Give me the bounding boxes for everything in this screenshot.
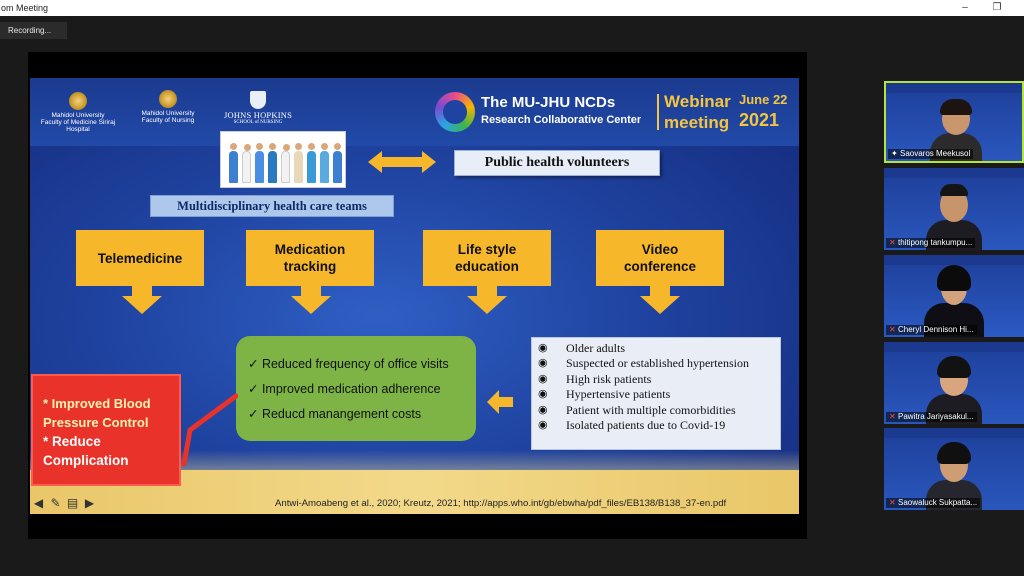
video-conference-box: Video conference [596, 230, 724, 286]
criteria-text: Hypertensive patients [566, 387, 670, 402]
participant-tile[interactable]: ✦Saovaros Meekusol [884, 81, 1024, 163]
restore-button[interactable]: ❐ [982, 0, 1012, 16]
medication-tracking-box: Medication tracking [246, 230, 374, 286]
outcome-item: ✓ Reducd manangement costs [248, 402, 476, 427]
criteria-item: ◉Isolated patients due to Covid-19 [538, 418, 780, 433]
muted-mic-icon: ✕ [889, 413, 896, 421]
previous-slide-icon[interactable]: ◀ [32, 497, 45, 510]
result-line: * Reduce [43, 432, 179, 451]
recording-indicator[interactable]: Recording... [0, 22, 67, 39]
mahidol-siriraj-logo: Mahidol University Faculty of Medicine S… [38, 92, 118, 133]
muted-mic-icon: ✕ [889, 239, 896, 247]
down-arrow-icon [640, 286, 680, 314]
webinar-year: 2021 [739, 110, 779, 131]
participant-name: ✕Cheryl Dennison Hi... [886, 325, 977, 335]
mahidol-seal-icon [159, 90, 177, 108]
results-box: * Improved Blood Pressure Control * Redu… [31, 374, 181, 486]
participant-name: ✦Saovaros Meekusol [888, 149, 973, 159]
left-arrow-icon [487, 390, 513, 414]
target-bullet-icon: ◉ [538, 341, 566, 356]
result-line: Complication [43, 451, 179, 470]
muted-mic-icon: ✕ [889, 499, 896, 507]
result-line: Pressure Control [43, 413, 179, 432]
webinar-word1: Webinar [664, 91, 731, 112]
participant-tile[interactable]: ✕Pawitra Jariyasakul... [884, 342, 1024, 424]
citation-text: Antwi-Amoabeng et al., 2020; Kreutz, 202… [275, 498, 726, 509]
down-arrow-icon [467, 286, 507, 314]
criteria-item: ◉Older adults [538, 341, 780, 356]
criteria-item: ◉Hypertensive patients [538, 387, 780, 402]
webinar-logo: The MU-JHU NCDs Research Collaborative C… [435, 90, 795, 134]
criteria-text: Isolated patients due to Covid-19 [566, 418, 725, 433]
logo-name: JOHNS HOPKINS [220, 111, 296, 120]
presentation-slide: Mahidol University Faculty of Medicine S… [30, 78, 799, 514]
patient-criteria-box: ◉Older adults ◉Suspected or established … [531, 337, 781, 450]
criteria-text: Older adults [566, 341, 625, 356]
pin-icon: ✦ [891, 150, 898, 158]
lifestyle-education-box: Life style education [423, 230, 551, 286]
criteria-item: ◉High risk patients [538, 372, 780, 387]
outcome-item: ✓ Improved medication adherence [248, 377, 476, 402]
double-arrow-icon [368, 151, 436, 173]
medication-tracking-label: Medication tracking [275, 241, 346, 275]
outcome-item: ✓ Reduced frequency of office visits [248, 352, 476, 377]
result-line: * Improved Blood [43, 394, 179, 413]
target-bullet-icon: ◉ [538, 387, 566, 402]
down-arrow-icon [291, 286, 331, 314]
target-bullet-icon: ◉ [538, 403, 566, 418]
participant-tile[interactable]: ✕Saowaluck Sukpatta... [884, 428, 1024, 510]
participant-tile[interactable]: ✕Cheryl Dennison Hi... [884, 255, 1024, 337]
next-slide-icon[interactable]: ▶ [83, 497, 96, 510]
participant-name: ✕Pawitra Jariyasakul... [886, 412, 977, 422]
pen-icon[interactable]: ✎ [49, 497, 62, 510]
logo-sub: SCHOOL of NURSING [220, 120, 296, 126]
telemedicine-label: Telemedicine [98, 250, 183, 267]
slide-toolbar: ◀ ✎ ▤ ▶ [32, 497, 96, 511]
jhu-shield-icon [250, 91, 266, 109]
webinar-divider [657, 94, 659, 130]
webinar-date: June 22 [739, 92, 787, 107]
minimize-button[interactable]: – [950, 0, 980, 16]
logo-name: Mahidol University [38, 112, 118, 119]
logo-sub: Faculty of Medicine Siriraj Hospital [38, 119, 118, 133]
outcomes-box: ✓ Reduced frequency of office visits ✓ I… [236, 336, 476, 441]
connector-arrow-icon [180, 388, 238, 468]
criteria-text: Suspected or established hypertension [566, 356, 749, 371]
webinar-word2: meeting [664, 112, 731, 133]
criteria-item: ◉Patient with multiple comorbidities [538, 403, 780, 418]
public-health-volunteers-box: Public health volunteers [454, 150, 660, 176]
health-team-image [220, 131, 346, 188]
video-conference-label: Video conference [624, 241, 696, 275]
heart-network-icon [435, 92, 475, 132]
webinar-title-line1: The MU-JHU NCDs [481, 94, 615, 111]
target-bullet-icon: ◉ [538, 418, 566, 433]
slides-grid-icon[interactable]: ▤ [66, 497, 79, 510]
muted-mic-icon: ✕ [889, 326, 896, 334]
telemedicine-box: Telemedicine [76, 230, 204, 286]
participant-tile[interactable]: ✕thitipong tankumpu... [884, 168, 1024, 250]
johns-hopkins-logo: JOHNS HOPKINS SCHOOL of NURSING [220, 91, 296, 126]
participant-name: ✕Saowaluck Sukpatta... [886, 498, 980, 508]
target-bullet-icon: ◉ [538, 372, 566, 387]
criteria-item: ◉Suspected or established hypertension [538, 356, 780, 371]
logo-name: Mahidol University [130, 110, 206, 117]
mahidol-nursing-logo: Mahidol University Faculty of Nursing [130, 90, 206, 124]
target-bullet-icon: ◉ [538, 356, 566, 371]
webinar-word: Webinar meeting [664, 91, 731, 133]
logo-sub: Faculty of Nursing [130, 117, 206, 124]
lifestyle-education-label: Life style education [455, 241, 519, 275]
criteria-text: Patient with multiple comorbidities [566, 403, 736, 418]
multidisciplinary-teams-box: Multidisciplinary health care teams [150, 195, 394, 217]
window-titlebar: om Meeting – ❐ [0, 0, 1024, 16]
participant-name: ✕thitipong tankumpu... [886, 238, 975, 248]
webinar-title-line2: Research Collaborative Center [481, 114, 641, 126]
criteria-text: High risk patients [566, 372, 651, 387]
window-title: om Meeting [0, 0, 48, 16]
mahidol-seal-icon [69, 92, 87, 110]
down-arrow-icon [122, 286, 162, 314]
